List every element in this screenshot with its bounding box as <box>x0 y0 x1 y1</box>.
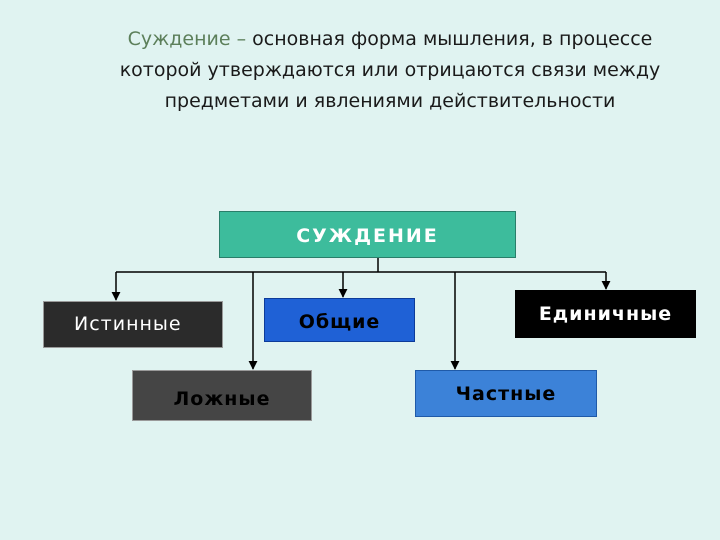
root-node: СУЖДЕНИЕ <box>219 211 516 258</box>
definition-text: Суждение – основная форма мышления, в пр… <box>110 24 670 117</box>
node-true: Истинные <box>43 301 223 348</box>
definition-body: основная форма мышления, в процессе кото… <box>119 28 661 112</box>
node-false: Ложные <box>132 370 312 421</box>
node-partial: Частные <box>415 370 597 417</box>
definition-term: Суждение <box>127 28 231 50</box>
node-general: Общие <box>264 298 415 342</box>
node-single: Единичные <box>515 290 696 338</box>
definition-dash: – <box>230 28 253 50</box>
